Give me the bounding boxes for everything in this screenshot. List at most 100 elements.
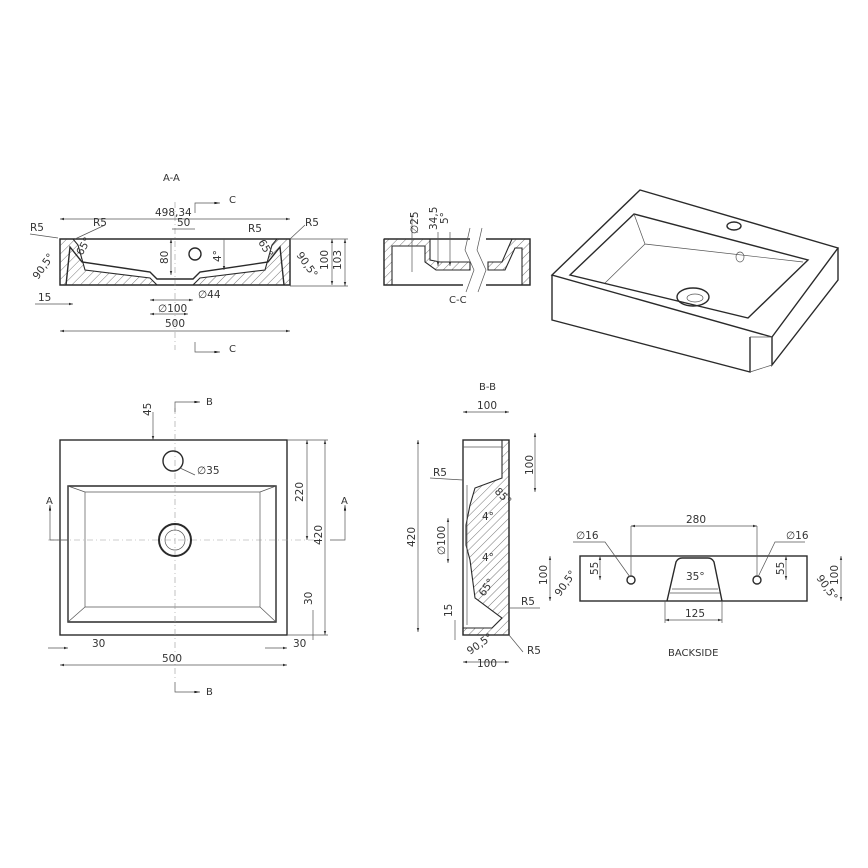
backside-title: BACKSIDE: [668, 648, 718, 659]
dim-35deg: 35°: [686, 571, 705, 583]
dim-4deg: 4°: [212, 250, 224, 262]
backside-view: 280 ∅16 ∅16 55 55 100 100 90,5° 90,5° 35…: [538, 514, 843, 659]
dim-30-left: 30: [92, 638, 105, 650]
backside-cutout-detail: [670, 588, 720, 594]
section-bb-view: B-B 100 100 100 420 ∅100 15 4° 4° 85° 65…: [406, 382, 541, 670]
top-view-drain-inner: [164, 529, 186, 551]
section-a-label-right: A: [341, 496, 348, 507]
dim-5deg: 5°: [439, 212, 451, 224]
dim-d16-left: ∅16: [576, 530, 599, 542]
iso-corner: [749, 336, 773, 373]
dim-103: 103: [332, 250, 344, 270]
dim-30-right: 30: [293, 638, 306, 650]
section-aa-left-wall: [59, 238, 159, 286]
section-cc-break-left: [464, 227, 475, 293]
dim-bb-100-side: 100: [524, 455, 536, 475]
section-aa-right-wall: [191, 238, 291, 286]
backside-cutout: [666, 557, 723, 602]
dim-d16-right: ∅16: [786, 530, 809, 542]
iso-bowl-inner: [604, 213, 804, 284]
top-view: B B A A 45 ∅35 220 420 30 30 30 500: [46, 397, 348, 698]
iso-drain-inner: [686, 293, 704, 303]
dim-55-left: 55: [589, 562, 601, 575]
leader-r5-d: [289, 224, 306, 240]
dim-bb-r5-front-upper: R5: [521, 596, 535, 608]
dim-r5-inner-right: R5: [248, 223, 262, 235]
section-aa-view: A-A C C 498,34 50 500 80 4° 100 103 15: [29, 173, 348, 355]
section-aa-bowl-inner: [65, 245, 285, 286]
backside-hole-left: [626, 575, 636, 585]
dim-back-100-right: 100: [829, 565, 841, 585]
leader-d35: [179, 467, 196, 476]
section-b-arrow-top: [174, 400, 200, 412]
dim-50: 50: [177, 217, 190, 229]
section-c-arrow-bottom: [194, 342, 220, 354]
section-bb-profile: [462, 439, 510, 636]
section-a-arrow-left: [48, 505, 68, 541]
dim-500-top: 500: [162, 653, 182, 665]
dim-r5-outer-right: R5: [305, 217, 319, 229]
section-a-arrow-right: [330, 505, 347, 541]
section-b-arrow-bottom: [174, 682, 200, 694]
section-b-label-bottom: B: [206, 687, 213, 698]
dim-d44: ∅44: [198, 289, 221, 301]
dim-280: 280: [686, 514, 706, 526]
section-aa-tap-hole: [188, 247, 202, 261]
dim-r5-inner-left: R5: [93, 217, 107, 229]
dim-80: 80: [159, 251, 171, 264]
top-view-outline: [59, 439, 288, 636]
dim-bb-100-top: 100: [477, 400, 497, 412]
leader-r5-b: [74, 224, 106, 240]
dim-500: 500: [165, 318, 185, 330]
backside-hole-right: [752, 575, 762, 585]
leader-bb-r5-lower: [508, 634, 524, 653]
leader-d16-left: [573, 541, 631, 578]
section-aa-title: A-A: [163, 173, 180, 184]
top-view-rim: [67, 485, 277, 623]
section-c-arrow-top: [194, 201, 220, 213]
iso-side-faces: [551, 248, 839, 373]
dim-r5-outer-left: R5: [30, 222, 44, 234]
section-cc-right-hatch: [487, 238, 531, 286]
iso-tap-hole: [726, 221, 742, 231]
dim-125: 125: [685, 608, 705, 620]
dim-bb-d100: ∅100: [436, 526, 448, 555]
dim-100: 100: [319, 250, 331, 270]
section-cc-break-right: [476, 227, 487, 293]
isometric-view: [550, 189, 840, 373]
dim-420: 420: [313, 525, 325, 545]
dim-55-right: 55: [775, 562, 787, 575]
leader-d16-right: [757, 541, 805, 578]
dim-back-90-5-left: 90,5°: [553, 568, 579, 598]
section-c-label-bottom: C: [229, 344, 236, 355]
dim-34-5: 34,5: [428, 207, 440, 230]
top-view-bowl: [67, 485, 277, 623]
section-cc-view: ∅25 34,5 5° C-C: [383, 207, 531, 306]
section-bb-inner: [463, 446, 502, 625]
section-b-label-top: B: [206, 397, 213, 408]
section-a-label-left: A: [46, 496, 53, 507]
iso-top-face: [550, 189, 840, 338]
dim-15: 15: [38, 292, 51, 304]
backside-outline: [579, 555, 808, 602]
dim-bb-r5-front-lower: R5: [527, 645, 541, 657]
dim-30-v: 30: [303, 592, 315, 605]
dim-d25: ∅25: [409, 211, 421, 234]
dim-bb-420: 420: [406, 527, 418, 547]
leader-r5-a: [29, 233, 59, 239]
iso-overflow-hole: [735, 251, 745, 263]
dim-bb-r5-back: R5: [433, 467, 447, 479]
section-cc-title: C-C: [449, 295, 467, 306]
dim-d100: ∅100: [158, 303, 187, 315]
dim-90-5-right: 90,5°: [294, 250, 320, 280]
iso-bowl-rim: [568, 213, 810, 319]
dim-bb-100-bottom: 100: [477, 658, 497, 670]
section-cc-left-hatch: [383, 238, 471, 286]
dim-498: 498,34: [155, 207, 192, 219]
dim-back-100-left: 100: [538, 565, 550, 585]
section-bb-title: B-B: [479, 382, 496, 393]
dim-bb-4deg-lower: 4°: [482, 552, 494, 564]
top-view-drain-outer: [158, 523, 192, 557]
dim-90-5-left: 90,5°: [31, 251, 57, 281]
